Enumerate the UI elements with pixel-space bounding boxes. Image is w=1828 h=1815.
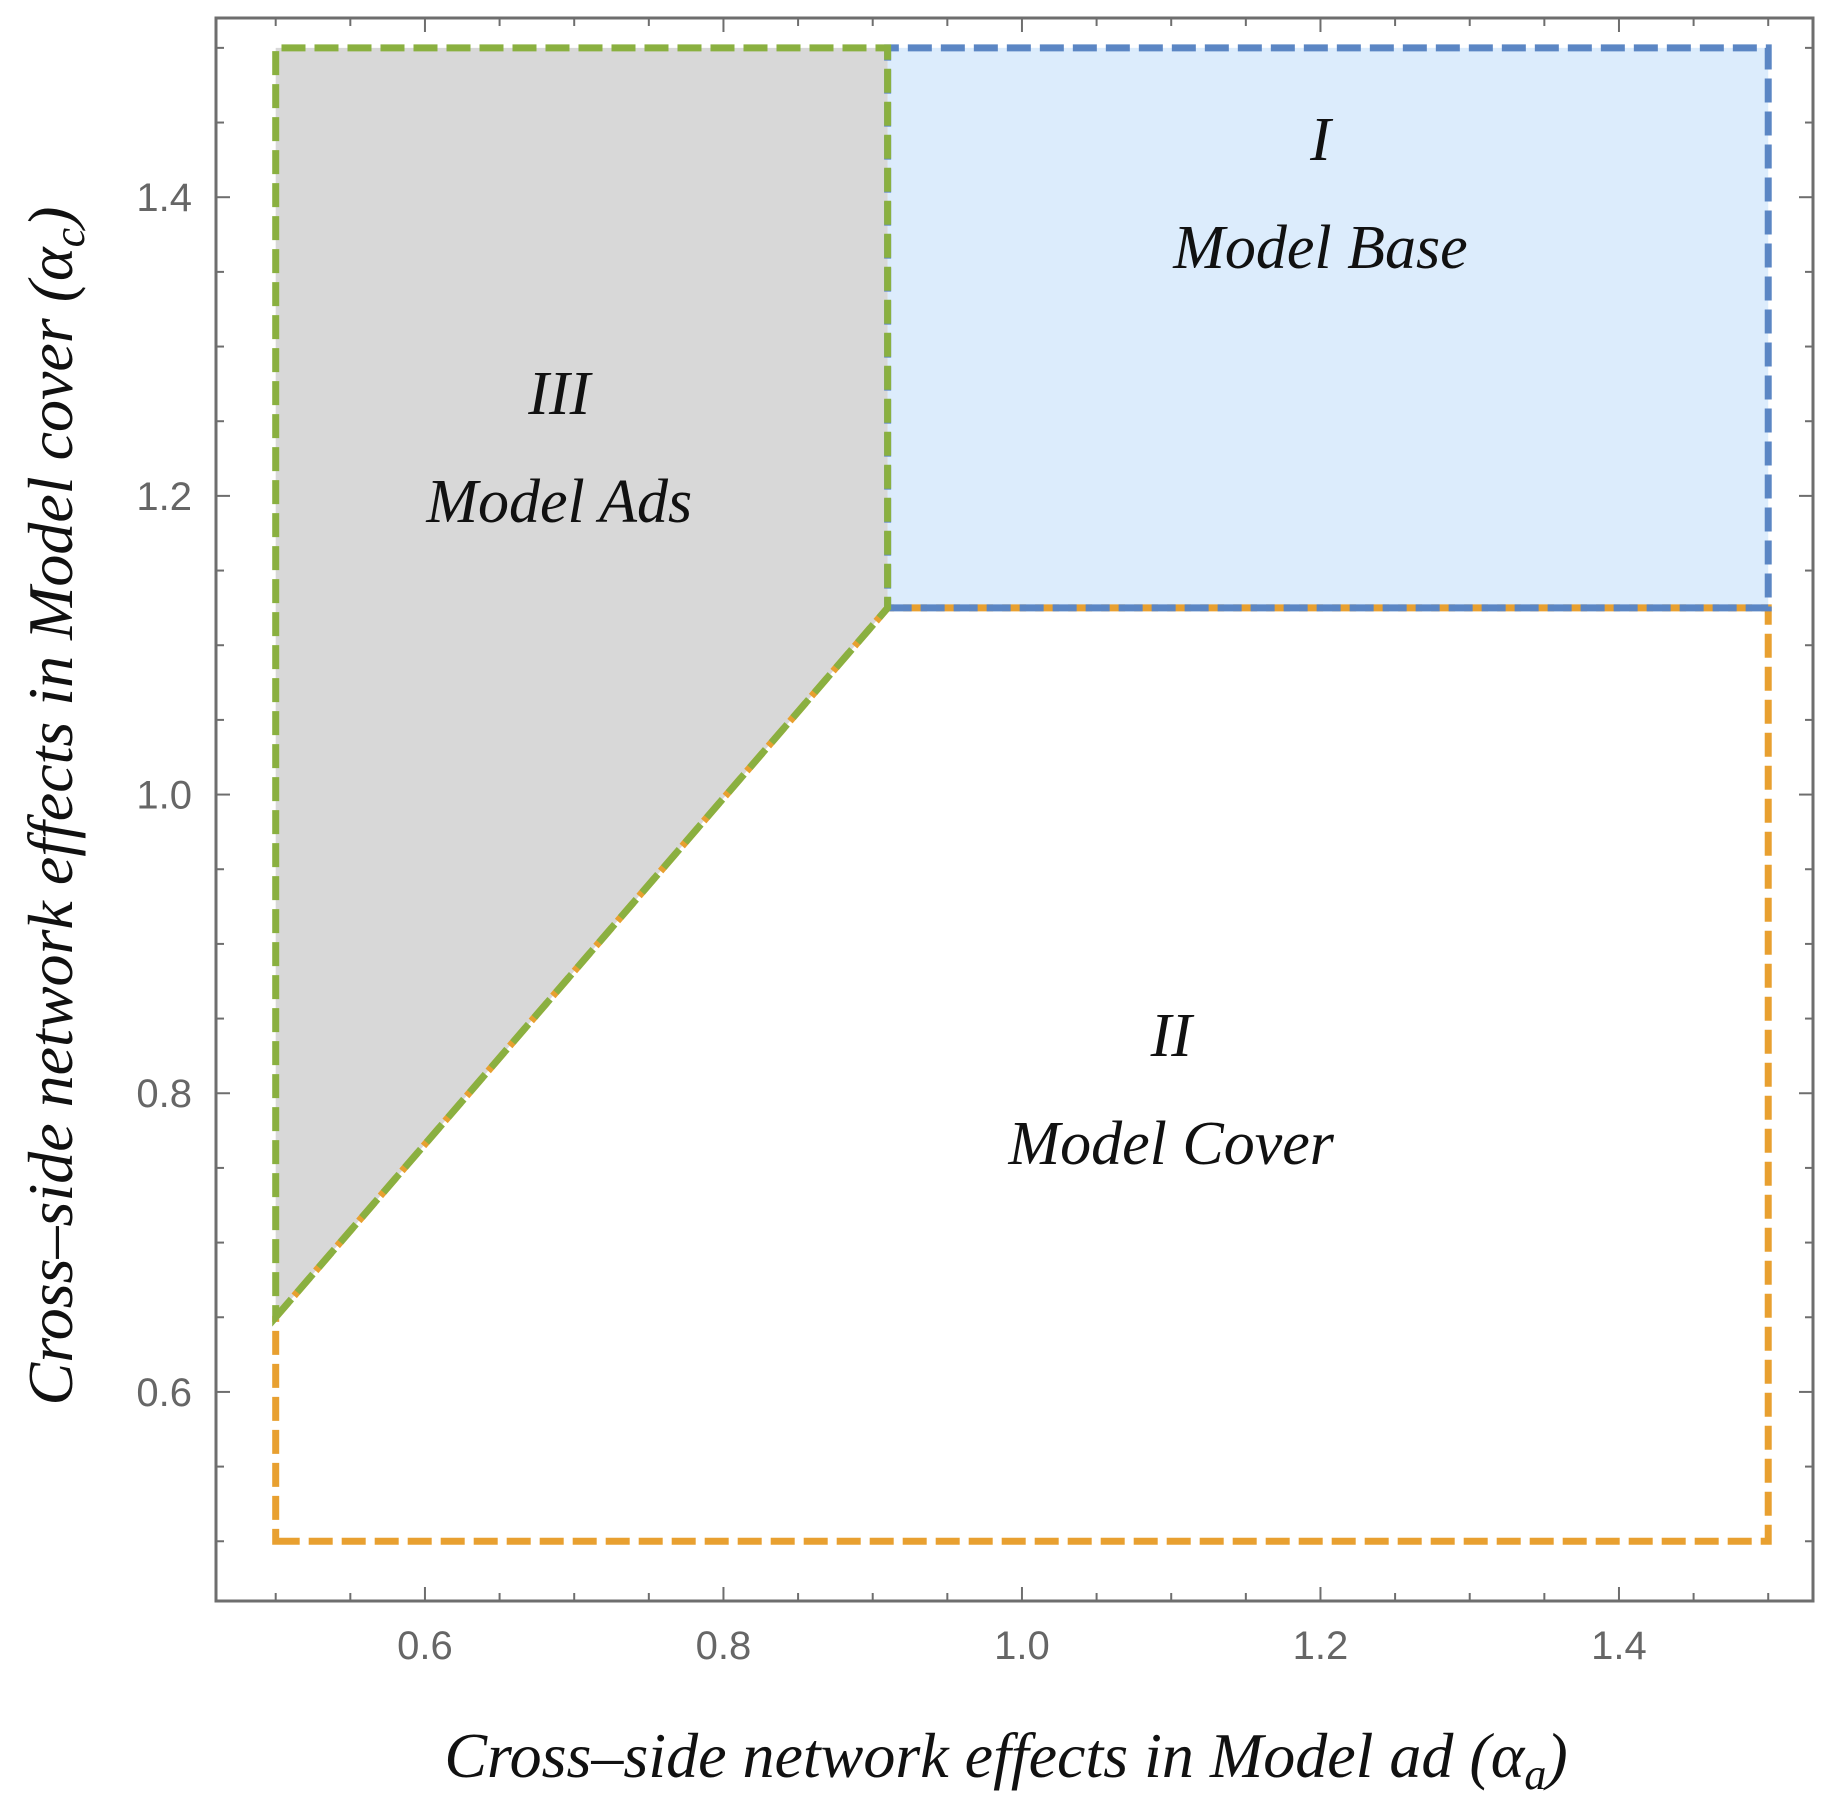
region-name: Model Base bbox=[1172, 214, 1467, 282]
region-name: Model Cover bbox=[1008, 1110, 1335, 1178]
x-tick-label: 1.4 bbox=[1591, 1624, 1647, 1668]
regions-layer bbox=[275, 47, 1769, 1542]
y-tick-label: 0.8 bbox=[136, 1072, 192, 1116]
region-model-ads bbox=[275, 47, 888, 1318]
y-tick-label: 1.2 bbox=[136, 475, 192, 519]
border-model-base bbox=[884, 44, 1772, 612]
x-tick-label: 0.6 bbox=[397, 1624, 453, 1668]
border-model-cover bbox=[272, 604, 1772, 1545]
axis-ticks: 0.6 0.8 1.0 1.2 1.4 0.6 0.8 1.0 1.2 1.4 bbox=[136, 18, 1813, 1668]
border-model-ads bbox=[272, 44, 892, 1327]
region-numeral: III bbox=[527, 360, 593, 428]
region-name: Model Ads bbox=[425, 468, 692, 536]
y-axis-title: Cross–side network effects in Model cove… bbox=[15, 207, 94, 1406]
y-tick-label: 1.0 bbox=[136, 774, 192, 818]
region-borders bbox=[272, 44, 1772, 1545]
y-tick-label: 0.6 bbox=[136, 1371, 192, 1415]
plot-frame bbox=[214, 16, 1815, 1603]
region-numeral: II bbox=[1150, 1002, 1196, 1070]
region-numeral: I bbox=[1309, 106, 1334, 174]
x-axis-title: Cross–side network effects in Model ad (… bbox=[444, 1720, 1567, 1799]
x-tick-label: 1.0 bbox=[994, 1624, 1050, 1668]
x-tick-label: 0.8 bbox=[696, 1624, 752, 1668]
x-tick-label: 1.2 bbox=[1293, 1624, 1349, 1668]
y-tick-label: 1.4 bbox=[136, 176, 192, 220]
region-model-base bbox=[887, 47, 1769, 608]
region-model-cover bbox=[275, 607, 1769, 1542]
